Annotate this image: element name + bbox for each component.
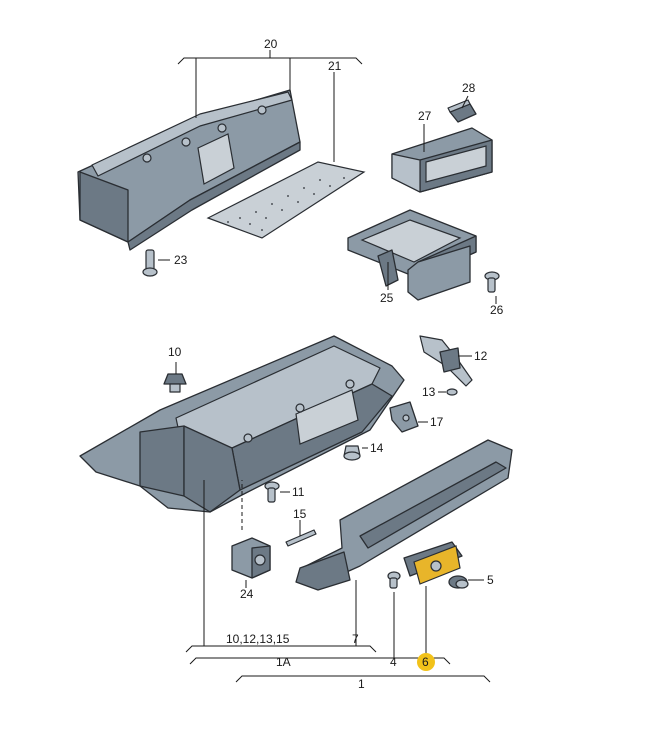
part-28-clip — [447, 99, 477, 123]
label-6: 6 — [422, 655, 429, 669]
part-14-bumper — [343, 445, 361, 461]
label-25: 25 — [380, 291, 394, 305]
label-14: 14 — [370, 441, 384, 455]
label-27: 27 — [418, 109, 432, 123]
part-7-lid — [295, 439, 513, 591]
part-26-screw — [484, 271, 500, 293]
label-15: 15 — [293, 507, 307, 521]
part-17-bracket — [389, 401, 419, 433]
part-5-cylinder — [448, 575, 469, 589]
part-24-switch — [231, 537, 271, 579]
label-23: 23 — [174, 253, 188, 267]
label-20: 20 — [264, 37, 278, 51]
label-28: 28 — [462, 81, 476, 95]
label-7: 7 — [352, 632, 359, 646]
label-group: 10,12,13,15 — [226, 632, 290, 646]
part-20-storage-tray — [77, 89, 301, 251]
part-23-screw — [142, 249, 158, 277]
part-10-clip — [163, 373, 187, 393]
part-21-mat — [206, 161, 366, 239]
part-15-pin — [285, 529, 317, 547]
part-6-lock — [403, 541, 463, 585]
label-11: 11 — [292, 485, 305, 499]
label-5: 5 — [487, 573, 494, 587]
label-10: 10 — [168, 345, 182, 359]
label-13: 13 — [422, 385, 436, 399]
part-12-hinge — [419, 335, 473, 387]
label-24: 24 — [240, 587, 254, 601]
part-25-bracket-frame — [347, 209, 477, 301]
highlight-marker-6 — [417, 653, 435, 671]
leader-lines — [158, 50, 497, 683]
part-4-screw — [387, 571, 401, 589]
glovebox-housing — [79, 335, 405, 513]
label-12: 12 — [474, 349, 488, 363]
label-1A: 1A — [276, 655, 291, 669]
part-27-small-tray — [391, 127, 493, 193]
callout-labels: 20 21 28 27 23 25 26 10 12 13 17 14 11 1… — [168, 37, 504, 691]
part-11-screw — [264, 481, 280, 503]
label-17: 17 — [430, 415, 444, 429]
label-4: 4 — [390, 655, 397, 669]
label-26: 26 — [490, 303, 504, 317]
part-13-screw — [446, 388, 458, 396]
label-21: 21 — [328, 59, 342, 73]
label-1: 1 — [358, 677, 365, 691]
